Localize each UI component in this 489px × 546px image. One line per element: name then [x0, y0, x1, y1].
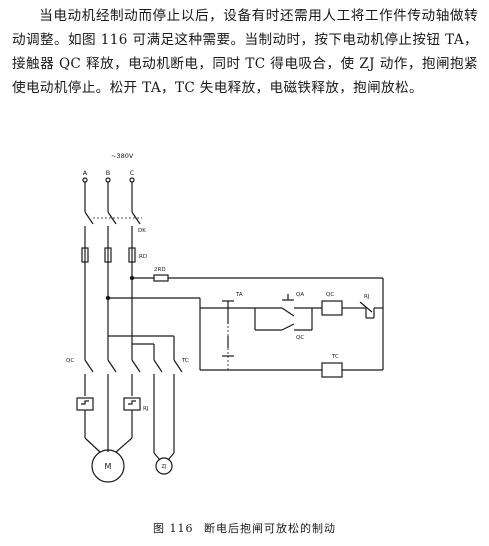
knife-switch-dk [84, 182, 142, 248]
coil-tc [321, 362, 343, 378]
contactor-coil-qc [321, 300, 343, 316]
figure-label: 图 116 [153, 522, 194, 535]
terminal-a [82, 177, 88, 183]
aux-contact-qc [281, 323, 295, 331]
small-fuse-label: 2RD [154, 267, 166, 273]
thermal-element-a-symbol [81, 400, 89, 405]
start-button-qa [255, 294, 322, 317]
wire [115, 437, 133, 453]
contactor-coil-label: QC [326, 292, 334, 298]
fuse-label: RD [139, 254, 147, 260]
fuses-rd [81, 247, 136, 263]
phase-label-b: B [106, 169, 110, 177]
switch-label: DK [138, 228, 146, 234]
stop-button-label: TA [235, 292, 243, 298]
thermal-element-c-symbol [128, 400, 136, 405]
wire [167, 452, 175, 461]
motor [91, 449, 125, 483]
tc-contacts-label: TC [181, 358, 189, 364]
paragraph-text: 当电动机经制动而停止以后，设备有时还需用人工将工作件传动轴做转动调整。如图 11… [12, 8, 478, 96]
phase-label-c: C [130, 169, 135, 177]
start-button-label: QA [296, 292, 304, 298]
body-paragraph: 当电动机经制动而停止以后，设备有时还需用人工将工作件传动轴做转动调整。如图 11… [12, 4, 478, 100]
control-circuit-diagram: ~380V A B C DK RD 2RD [66, 152, 384, 483]
aux-contact-label: QC [296, 335, 304, 341]
thermal-relay-contact-rj [356, 301, 383, 319]
small-fuse-2rd [153, 274, 169, 282]
motor-label: M [105, 462, 112, 471]
supply-voltage-label: ~380V [111, 152, 134, 160]
main-contacts-qc [84, 359, 141, 396]
figure-title: 断电后抱闸可放松的制动 [204, 522, 336, 535]
wire [84, 437, 101, 453]
stop-button-ta [200, 300, 234, 370]
terminal-c [129, 177, 135, 183]
brake-electromagnet [155, 457, 173, 475]
tc-contacts [153, 336, 183, 453]
figure-caption: 图 116 断电后抱闸可放松的制动 [0, 520, 489, 536]
phase-label-a: A [83, 169, 88, 177]
relay-contact-label: RJ [364, 294, 370, 300]
main-contacts-label: QC [66, 358, 74, 364]
terminal-b [105, 177, 111, 183]
thermal-relay-label: RJ [143, 406, 149, 412]
wire [153, 452, 161, 461]
coil-tc-label: TC [331, 354, 339, 360]
brake-label: ZJ [162, 464, 167, 470]
